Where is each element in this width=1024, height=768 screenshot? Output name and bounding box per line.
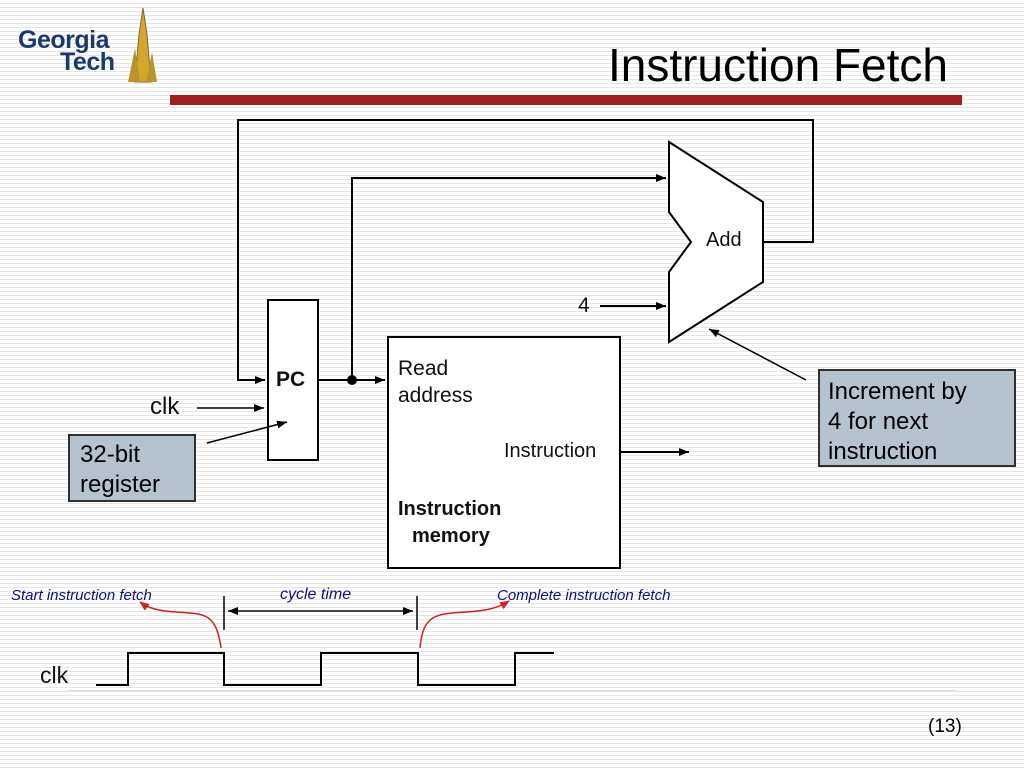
adder-to-pc-wire [237,119,814,384]
clock-waveform-label: clk [40,662,69,688]
cycle-time-label: cycle time [280,586,352,603]
read-address-line2: address [398,384,473,407]
instruction-output-label: Instruction [504,440,597,462]
complete-fetch-arrow [419,600,510,649]
instruction-memory-line2: memory [412,525,490,547]
logo-text-georgia: Georgia [18,26,109,54]
constant-four-label: 4 [578,294,590,317]
read-address-label: Read address [398,355,473,409]
title-underline-bar [170,95,962,105]
increment-callout-line1: Increment by [828,378,967,405]
clk-input-label: clk [150,393,180,420]
read-address-line1: Read [398,357,449,380]
register-callout-pointer [206,420,288,444]
logo-text-tech: Tech [60,48,115,76]
georgia-tech-logo: Georgia Tech [14,4,164,84]
pc-register-box [267,299,319,461]
page-title: Instruction Fetch [607,39,948,91]
instruction-memory-line1: Instruction [398,498,502,520]
pc-label: PC [276,368,306,391]
complete-fetch-label: Complete instruction fetch [497,587,671,604]
logo-spire-icon [128,7,157,83]
page-number: (13) [928,716,962,737]
register-callout: 32-bit register [68,434,196,502]
footer-divider [68,690,956,691]
increment-callout: Increment by 4 for next instruction [818,369,1016,467]
increment-callout-line3: instruction [828,438,938,465]
register-callout-line1: 32-bit [80,441,141,468]
increment-callout-pointer [708,328,807,381]
instruction-memory-label: Instruction memory [398,496,501,550]
clock-waveform [96,652,554,686]
pc-to-adder-wire [351,174,666,380]
increment-callout-line2: 4 for next [828,408,929,435]
register-callout-line2: register [80,471,161,498]
start-fetch-arrow [139,601,222,649]
adder-label: Add [706,229,742,251]
start-fetch-label: Start instruction fetch [11,587,152,604]
adder-shape [668,140,764,344]
instruction-memory-box [387,336,621,569]
